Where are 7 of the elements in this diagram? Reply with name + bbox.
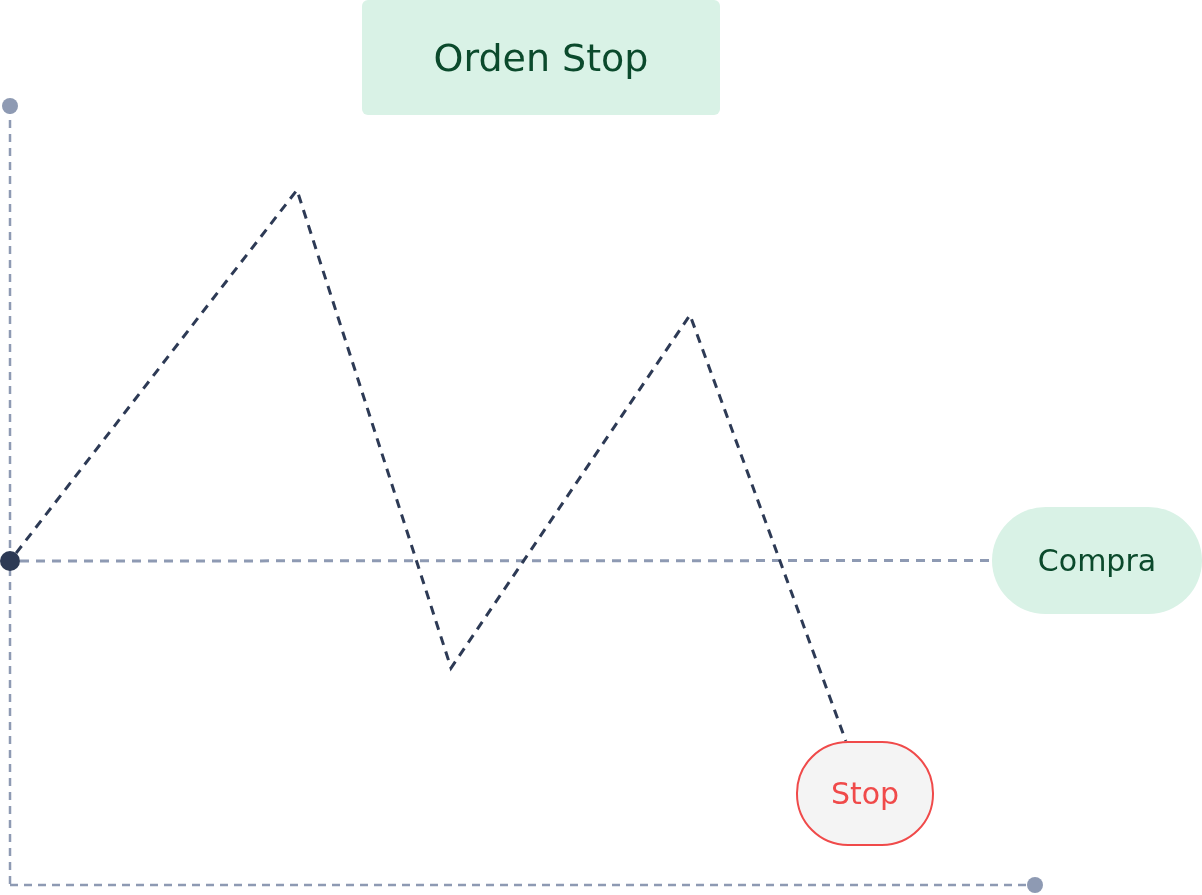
start-point bbox=[0, 551, 20, 571]
buy-pill bbox=[992, 507, 1202, 614]
title-box bbox=[362, 0, 720, 115]
node-label: Orden Stop bbox=[433, 35, 649, 80]
node-label: Compra bbox=[1037, 543, 1157, 578]
node-label: Stop bbox=[830, 776, 900, 811]
level-line bbox=[20, 559, 992, 563]
